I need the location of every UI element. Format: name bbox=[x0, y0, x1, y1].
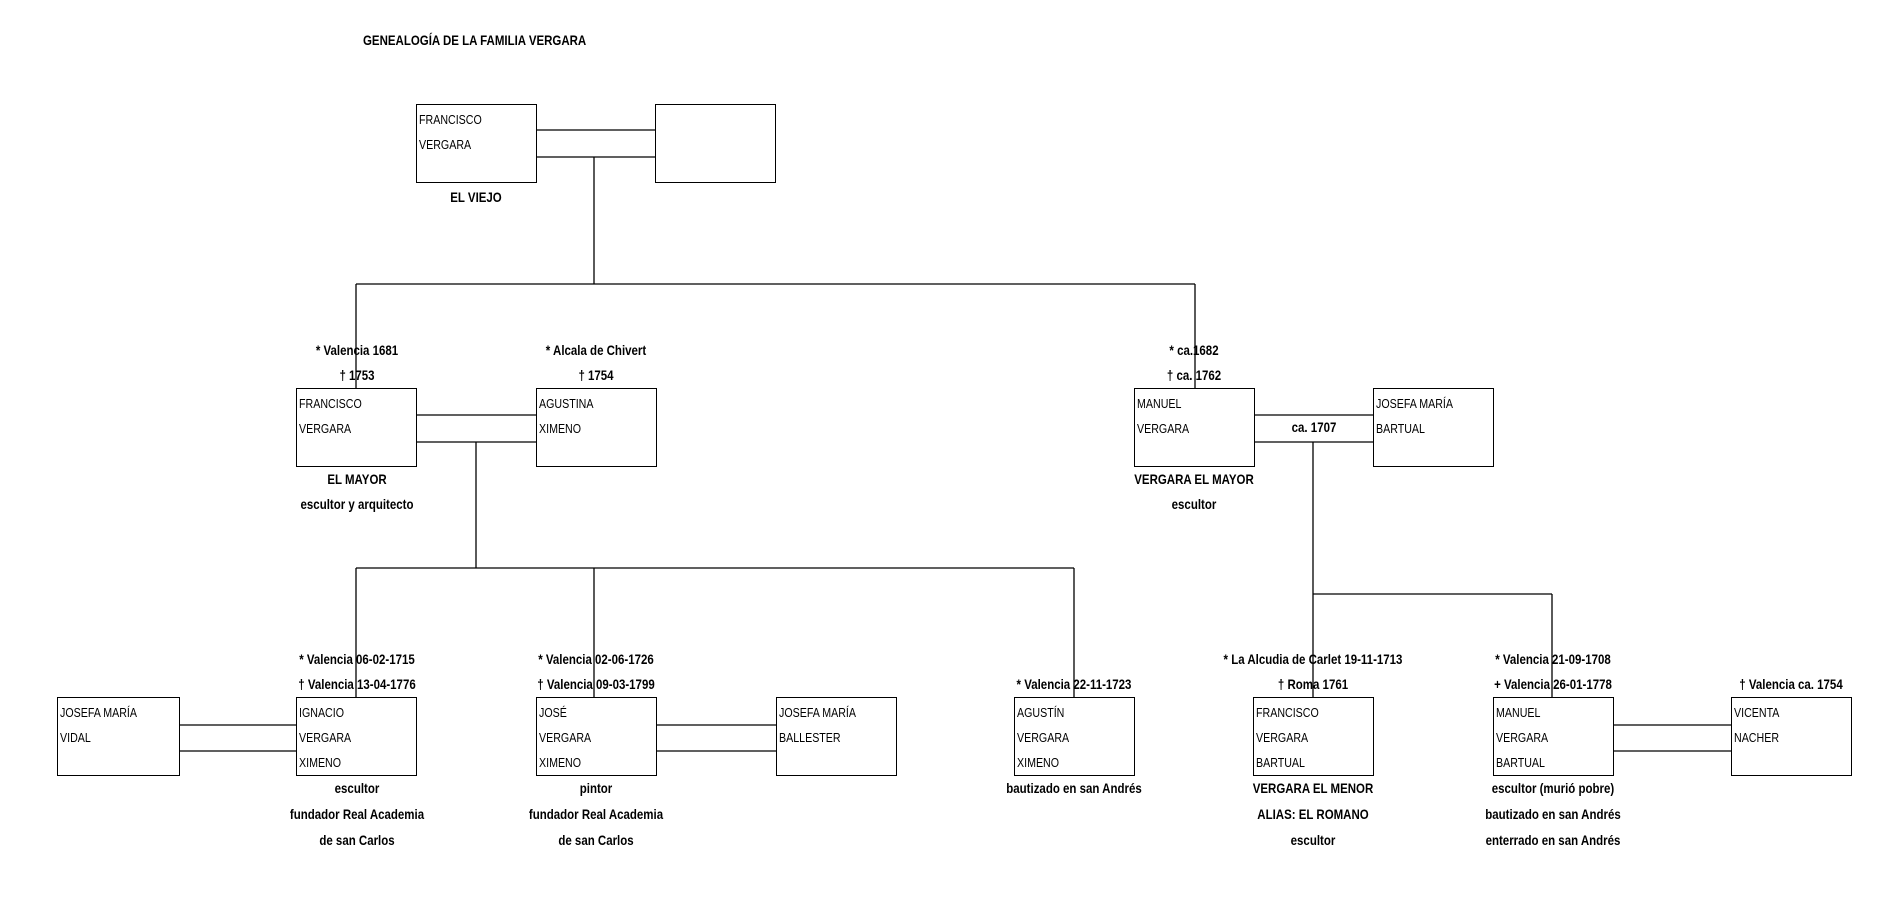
page-title: GENEALOGÍA DE LA FAMILIA VERGARA bbox=[363, 32, 587, 48]
person-name-line: NACHER bbox=[1734, 730, 1780, 745]
person-note: ALIAS: EL ROMANO bbox=[1257, 806, 1369, 822]
person-name-line: XIMENO bbox=[539, 421, 582, 436]
person-note: bautizado en san Andrés bbox=[1006, 780, 1142, 796]
person-name-line: VICENTA bbox=[1734, 705, 1780, 720]
person-birth-date: * Valencia 1681 bbox=[315, 342, 399, 358]
marriage-date: ca. 1707 bbox=[1289, 419, 1339, 435]
person-death-date: † 1753 bbox=[339, 367, 375, 383]
person-box-agustin[interactable]: AGUSTÍN VERGARA XIMENO bbox=[1014, 697, 1135, 776]
person-box-manuel-vergara[interactable]: MANUEL VERGARA bbox=[1134, 388, 1255, 467]
person-birth-date: * ca.1682 bbox=[1169, 342, 1219, 358]
person-name-line: BALLESTER bbox=[779, 730, 841, 745]
person-name-line: BARTUAL bbox=[1256, 755, 1305, 770]
person-name-line: FRANCISCO bbox=[1256, 705, 1319, 720]
person-box-francisco-viejo[interactable]: FRANCISCO VERGARA bbox=[416, 104, 537, 183]
person-death-date: † 1754 bbox=[578, 367, 614, 383]
person-box-francisco-mayor[interactable]: FRANCISCO VERGARA bbox=[296, 388, 417, 467]
person-death-date: † ca. 1762 bbox=[1166, 367, 1222, 383]
person-name-line: VERGARA bbox=[1496, 730, 1549, 745]
person-note: escultor bbox=[1171, 496, 1217, 512]
person-name-line: AGUSTÍN bbox=[1017, 705, 1065, 720]
person-box-josefa-bartual[interactable]: JOSEFA MARÍA BARTUAL bbox=[1373, 388, 1494, 467]
person-box-manuel-bartual[interactable]: MANUEL VERGARA BARTUAL bbox=[1493, 697, 1614, 776]
person-birth-date: * Valencia 21-09-1708 bbox=[1495, 651, 1611, 667]
person-name-line: VERGARA bbox=[1256, 730, 1309, 745]
person-name-line: VERGARA bbox=[1137, 421, 1190, 436]
person-name-line: JOSEFA MARÍA bbox=[779, 705, 857, 720]
person-name-line: AGUSTINA bbox=[539, 396, 594, 411]
person-birth-date: * La Alcudia de Carlet 19-11-1713 bbox=[1223, 651, 1403, 667]
person-box-jose[interactable]: JOSÉ VERGARA XIMENO bbox=[536, 697, 657, 776]
person-name-line: JOSÉ bbox=[539, 705, 567, 720]
person-name-line: VERGARA bbox=[539, 730, 592, 745]
person-name-line: VERGARA bbox=[299, 730, 352, 745]
person-birth-date: * Valencia 06-02-1715 bbox=[299, 651, 415, 667]
person-death-date: † Valencia 13-04-1776 bbox=[298, 676, 416, 692]
person-name-line: VERGARA bbox=[299, 421, 352, 436]
person-note: de san Carlos bbox=[319, 832, 395, 848]
person-box-josefa-ballester[interactable]: JOSEFA MARÍA BALLESTER bbox=[776, 697, 897, 776]
person-name-line: XIMENO bbox=[1017, 755, 1060, 770]
person-birth-date: * Valencia 02-06-1726 bbox=[538, 651, 654, 667]
person-name-line: XIMENO bbox=[539, 755, 582, 770]
person-name-line: VERGARA bbox=[419, 137, 472, 152]
person-name-line: XIMENO bbox=[299, 755, 342, 770]
person-name-line: JOSEFA MARÍA bbox=[60, 705, 138, 720]
person-name-line: FRANCISCO bbox=[299, 396, 362, 411]
person-note: EL VIEJO bbox=[450, 189, 502, 205]
person-name-line: VERGARA bbox=[1017, 730, 1070, 745]
person-death-date: † Valencia 09-03-1799 bbox=[537, 676, 655, 692]
person-note: de san Carlos bbox=[558, 832, 634, 848]
person-box-josefa-vidal[interactable]: JOSEFA MARÍA VIDAL bbox=[57, 697, 180, 776]
person-box-agustina-ximeno[interactable]: AGUSTINA XIMENO bbox=[536, 388, 657, 467]
person-birth-date: * Valencia 22-11-1723 bbox=[1016, 676, 1132, 692]
person-note: escultor y arquitecto bbox=[300, 496, 414, 512]
person-name-line: BARTUAL bbox=[1496, 755, 1545, 770]
person-note: enterrado en san Andrés bbox=[1485, 832, 1621, 848]
person-note: VERGARA EL MAYOR bbox=[1134, 471, 1254, 487]
person-note: escultor (murió pobre) bbox=[1491, 780, 1615, 796]
person-note: escultor bbox=[334, 780, 380, 796]
person-death-date: † Roma 1761 bbox=[1277, 676, 1349, 692]
person-death-date: + Valencia 26-01-1778 bbox=[1494, 676, 1612, 692]
person-note: VERGARA EL MENOR bbox=[1252, 780, 1374, 796]
person-box-francisco-menor[interactable]: FRANCISCO VERGARA BARTUAL bbox=[1253, 697, 1374, 776]
person-name-line: JOSEFA MARÍA bbox=[1376, 396, 1454, 411]
person-name-line: FRANCISCO bbox=[419, 112, 482, 127]
person-name-line: MANUEL bbox=[1496, 705, 1541, 720]
person-note: fundador Real Academia bbox=[528, 806, 664, 822]
person-note: bautizado en san Andrés bbox=[1485, 806, 1621, 822]
person-note: fundador Real Academia bbox=[289, 806, 425, 822]
person-name-line: IGNACIO bbox=[299, 705, 345, 720]
person-death-date: † Valencia ca. 1754 bbox=[1739, 676, 1843, 692]
person-name-line: MANUEL bbox=[1137, 396, 1182, 411]
person-box-vicenta-nacher[interactable]: VICENTA NACHER bbox=[1731, 697, 1852, 776]
person-note: EL MAYOR bbox=[327, 471, 387, 487]
person-name-line: BARTUAL bbox=[1376, 421, 1425, 436]
person-box-spouse-unknown[interactable] bbox=[655, 104, 776, 183]
person-note: pintor bbox=[579, 780, 613, 796]
person-name-line: VIDAL bbox=[60, 730, 91, 745]
person-note: escultor bbox=[1290, 832, 1336, 848]
person-box-ignacio[interactable]: IGNACIO VERGARA XIMENO bbox=[296, 697, 417, 776]
person-birth-date: * Alcala de Chivert bbox=[545, 342, 647, 358]
